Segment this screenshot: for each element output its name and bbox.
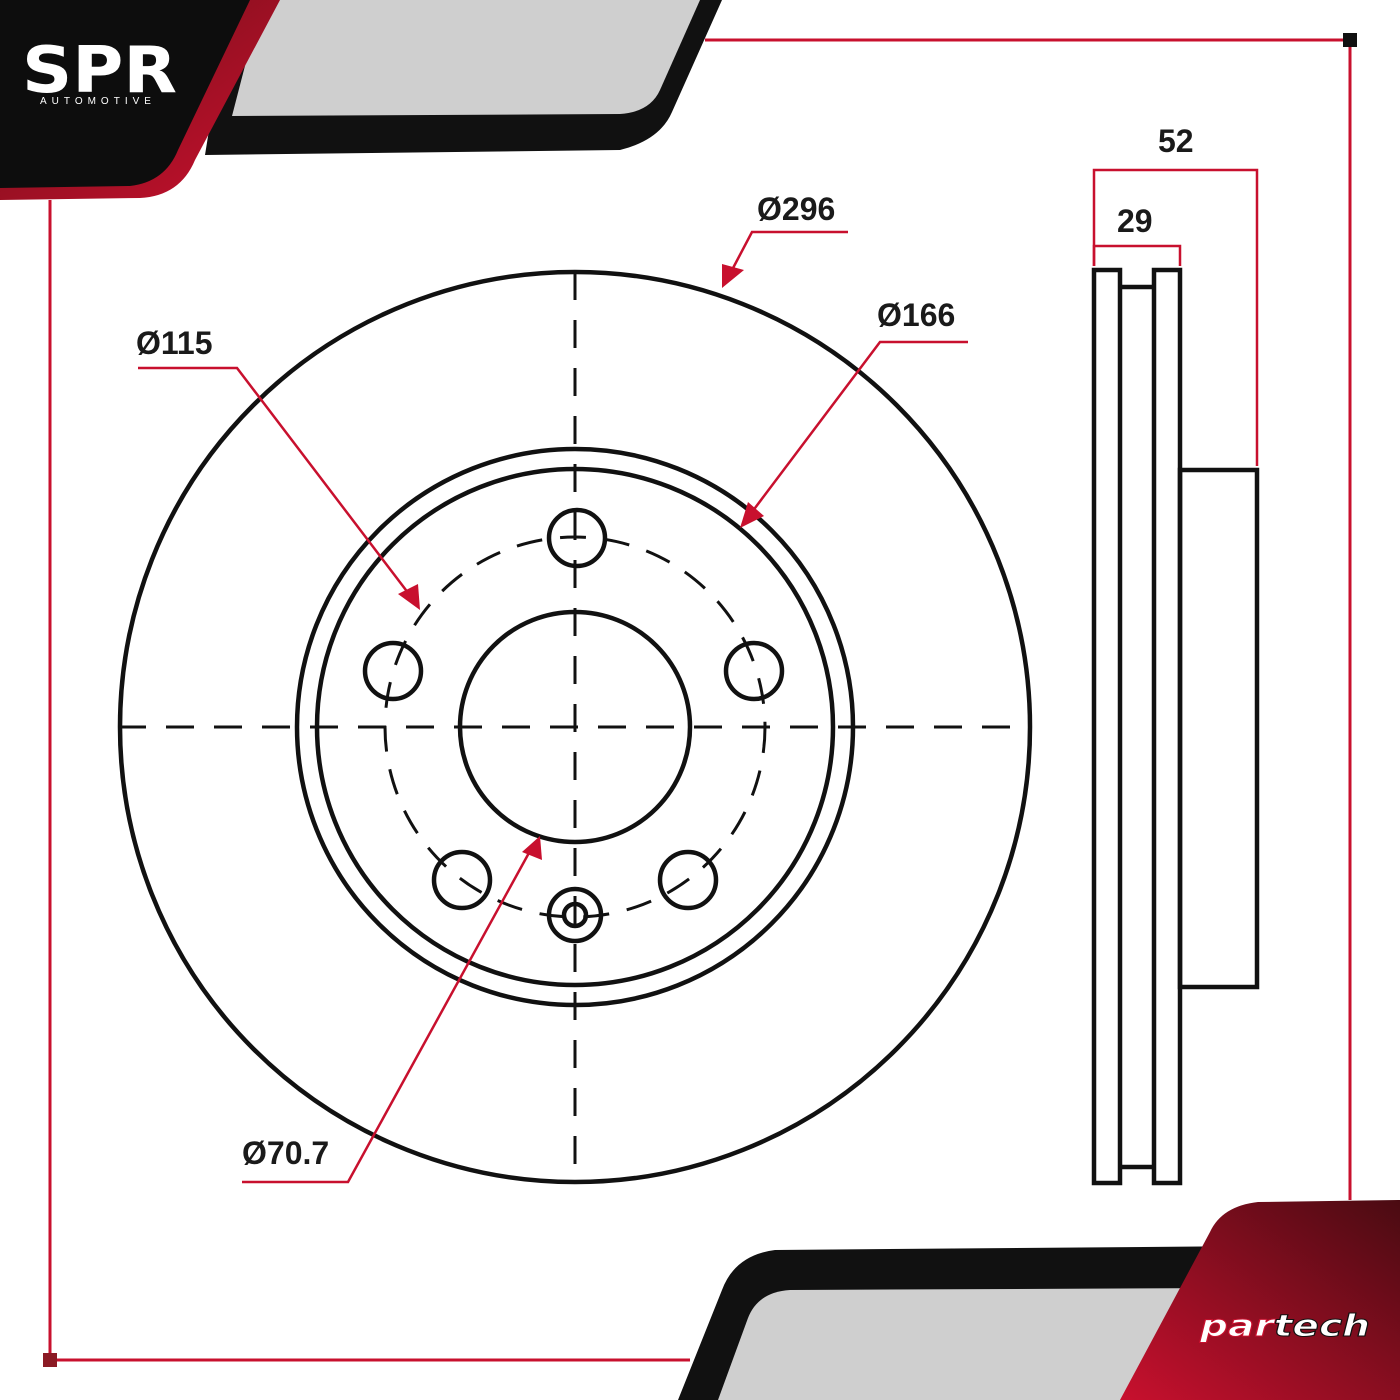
disc-side-view: [1091, 267, 1260, 1186]
arrow-icon: [722, 264, 744, 288]
side-outer-plate-right: [1151, 267, 1183, 1186]
dimension-line-disc-thickness: [1092, 244, 1182, 266]
frame: [48, 38, 1352, 1362]
arrow-icon: [522, 836, 542, 860]
label-friction-inner-diameter: Ø166: [877, 297, 955, 333]
partech-logo-par: par: [1199, 1309, 1277, 1344]
side-dimension-lines: [1092, 168, 1259, 466]
label-center-bore-diameter: Ø70.7: [242, 1135, 329, 1171]
side-hat: [1177, 467, 1260, 990]
dimension-line-total-height: [1092, 168, 1259, 466]
spr-logo-tagline: AUTOMOTIVE: [40, 96, 156, 107]
arrow-icon: [398, 584, 420, 610]
bolt-hole-icon: [657, 849, 719, 911]
bolt-hole-icon: [723, 640, 785, 702]
label-disc-thickness: 29: [1117, 203, 1153, 239]
arrow-icon: [740, 502, 764, 528]
label-outer-diameter: Ø296: [757, 191, 835, 227]
bolt-hole-icon: [546, 507, 608, 569]
leader-bolt-circle: [138, 366, 413, 599]
bolt-hole-icon: [431, 849, 493, 911]
dimension-leaders: [138, 230, 968, 1184]
label-total-height: 52: [1158, 123, 1194, 159]
leader-outer-diameter: [730, 230, 848, 271]
label-bolt-circle-diameter: Ø115: [136, 325, 213, 361]
partech-logo-tech: tech: [1274, 1309, 1370, 1344]
corner-decoration-top-left: [0, 0, 722, 200]
leader-friction-inner: [751, 340, 968, 513]
dimension-arrows: [398, 264, 764, 860]
frame-marker-bottom-left: [43, 1353, 57, 1367]
bolt-hole-icon: [362, 640, 424, 702]
side-outer-plate-left: [1091, 267, 1123, 1186]
locating-hole-outer-icon: [546, 886, 604, 944]
spr-logo-text: SPR: [22, 34, 177, 108]
frame-marker-top-right: [1343, 33, 1357, 47]
leader-center-bore: [242, 850, 532, 1184]
spr-logo: SPR AUTOMOTIVE: [22, 34, 177, 108]
disc-front-view: [117, 269, 1033, 1185]
corner-decoration-bottom-right: [678, 1200, 1400, 1400]
